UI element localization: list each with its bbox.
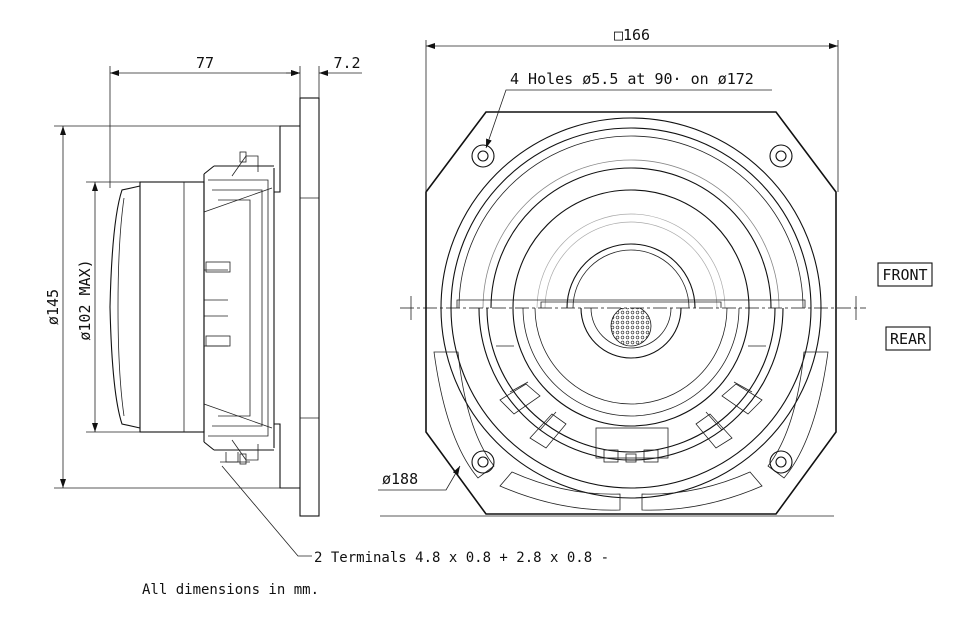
mounting-holes <box>471 144 793 474</box>
terminals-note: 2 Terminals 4.8 x 0.8 + 2.8 x 0.8 - <box>314 550 609 566</box>
front-view: □166 4 Holes ø5.5 at 90· on ø172 ø188 FR… <box>378 26 933 517</box>
depth-label: 77 <box>196 54 214 72</box>
magnet-diameter-label: ø102 MAX) <box>76 259 94 340</box>
outer-diameter-label: ø145 <box>44 289 62 325</box>
mounting-flange <box>299 97 320 517</box>
flange-thickness-label: 7.2 <box>333 54 360 72</box>
speaker-frame-outline <box>425 111 837 515</box>
units-note: All dimensions in mm. <box>142 582 319 598</box>
front-tag: FRONT <box>882 266 927 284</box>
frame-width-label: □166 <box>614 26 650 44</box>
magnet-body <box>139 181 205 433</box>
rear-half <box>433 308 829 511</box>
diameter-188-leader <box>378 465 461 491</box>
vent-mesh <box>610 308 652 347</box>
front-tag-box <box>877 262 933 287</box>
holes-label: 4 Holes ø5.5 at 90· on ø172 <box>510 70 754 88</box>
rear-tag-box <box>885 326 931 351</box>
outer-diameter-188-label: ø188 <box>382 470 418 488</box>
front-half <box>440 117 822 308</box>
rear-tag: REAR <box>890 330 927 348</box>
terminal-leader <box>221 465 312 557</box>
holes-leader <box>485 89 772 149</box>
side-view: 77 7.2 ø145 ø102 MAX) <box>44 54 362 557</box>
